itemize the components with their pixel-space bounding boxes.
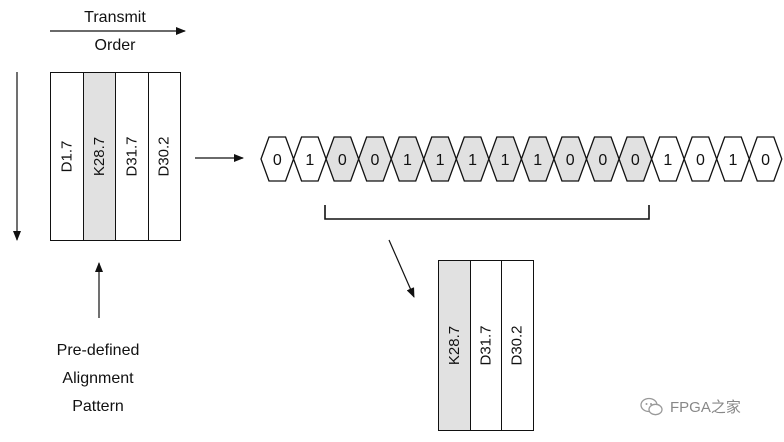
transmit-label-line1: Transmit	[84, 9, 146, 26]
bit-value: 1	[729, 152, 738, 169]
left-column-k28-7: K28.7	[82, 72, 117, 241]
pattern-label-line1: Pre-defined	[56, 342, 140, 359]
bit-value: 1	[468, 152, 477, 169]
right-column-label: D31.7	[477, 325, 495, 366]
bit-value: 0	[338, 152, 347, 169]
bit-value: 1	[305, 152, 314, 169]
bit-value: 0	[566, 152, 575, 169]
bit-value: 0	[696, 152, 705, 169]
pattern-label-line2: Alignment	[62, 370, 134, 387]
left-column-label: D1.7	[58, 140, 76, 173]
bit-value: 1	[533, 152, 542, 169]
right-column-k28-7: K28.7	[438, 260, 471, 431]
wechat-icon	[640, 397, 663, 415]
bit-value: 1	[501, 152, 510, 169]
alignment-bracket	[324, 205, 650, 220]
left-column-d1-7: D1.7	[50, 72, 84, 241]
right-column-label: D30.2	[509, 325, 526, 366]
bit-value: 1	[436, 152, 445, 169]
right-column-d30-2: D30.2	[501, 260, 534, 431]
transmit-label-line2: Order	[94, 37, 136, 54]
bitstream: 0 1 0 0 1 1 1 1 1 0 0 0 1 0 1 0	[260, 136, 783, 182]
left-column-label: D30.2	[155, 136, 173, 177]
left-column-d30-2: D30.2	[147, 72, 181, 241]
bit-value: 1	[403, 152, 412, 169]
bit-value: 0	[631, 152, 640, 169]
watermark-text: FPGA之家	[670, 399, 741, 416]
right-column-d31-7: D31.7	[469, 260, 503, 431]
bit-cell	[748, 136, 783, 182]
bit-value: 0	[761, 152, 770, 169]
watermark: FPGA之家	[640, 396, 741, 417]
left-column-d31-7: D31.7	[115, 72, 149, 241]
pattern-label-line3: Pattern	[72, 398, 124, 415]
bit-value: 1	[663, 152, 672, 169]
bit-value: 0	[370, 152, 379, 169]
left-column-label: D31.7	[123, 136, 141, 177]
to-aligned-block-arrow	[388, 239, 415, 298]
left-column-label: K28.7	[91, 136, 109, 177]
bit-value: 0	[273, 152, 282, 169]
bit-value: 0	[598, 152, 607, 169]
right-column-label: K28.7	[446, 325, 464, 366]
